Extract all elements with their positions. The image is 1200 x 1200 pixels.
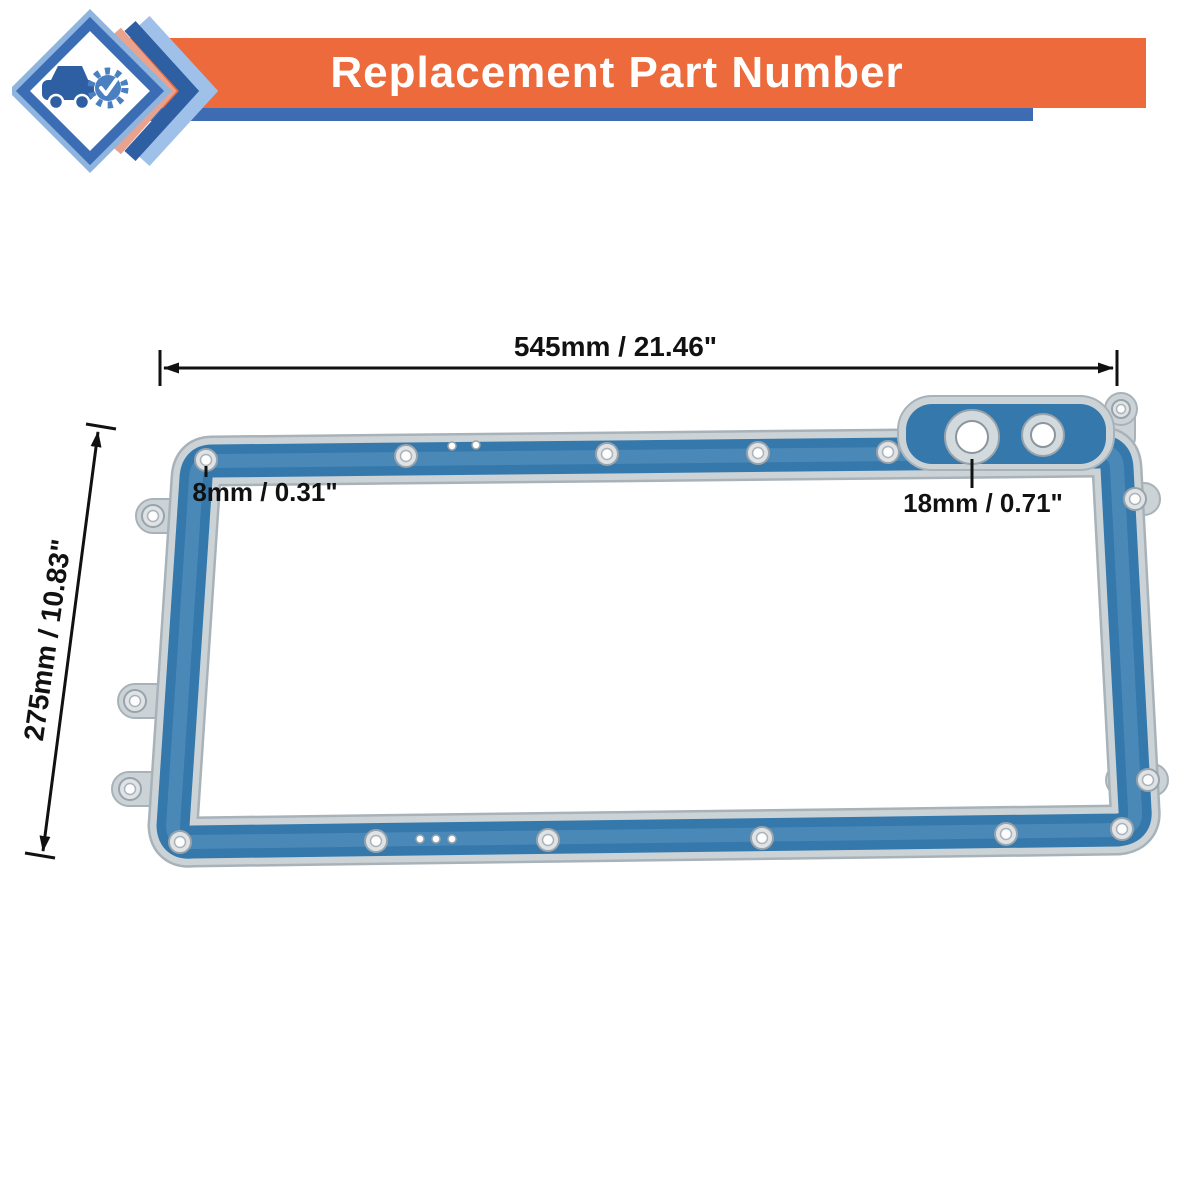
dim-line-width [158,350,1119,386]
big-hole-left [944,409,1000,465]
gasket-bulge [897,395,1115,471]
truck-icon [42,66,94,111]
small-hole-label: 8mm / 0.31" [192,477,338,507]
width-dimension-label: 545mm / 21.46" [513,331,718,362]
dim-line-height [24,422,117,860]
header-banner: Replacement Part Number [88,38,1146,108]
large-hole-label: 18mm / 0.71" [903,488,1063,518]
bolt-holes [118,399,1160,854]
brand-logo [12,9,219,173]
page-title: Replacement Part Number [330,48,904,97]
big-hole-right [1021,413,1065,457]
gear-icon [87,67,129,109]
